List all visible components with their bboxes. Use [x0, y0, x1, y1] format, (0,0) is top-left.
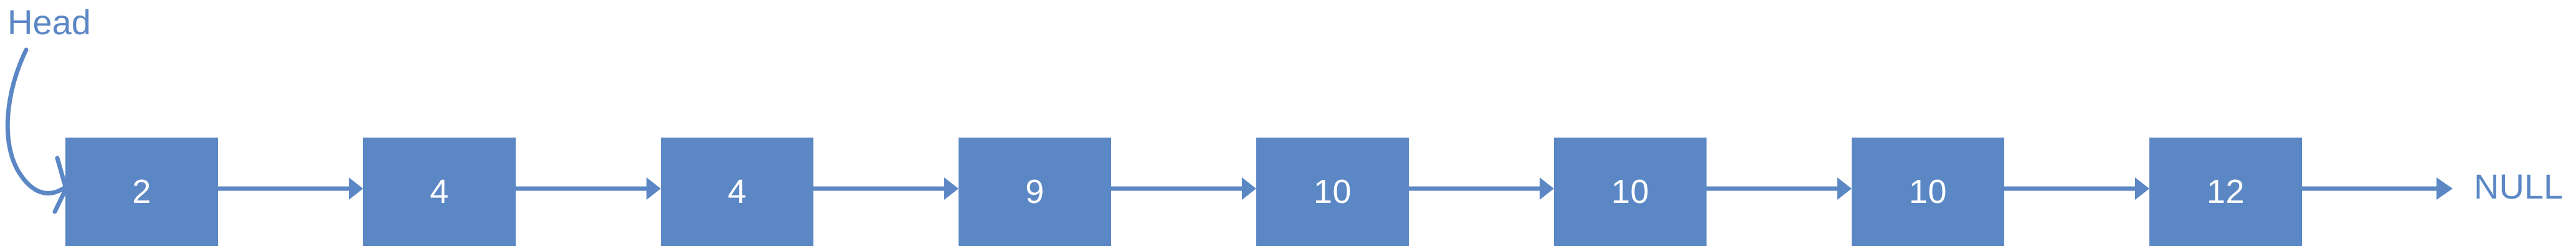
node-value: 10: [1611, 173, 1650, 210]
node-value: 10: [1313, 173, 1352, 210]
list-node[interactable]: 12: [2149, 138, 2302, 246]
connector-arrow-6-to-7: [2004, 177, 2149, 200]
connector-arrow-0-to-1: [218, 177, 363, 200]
null-label: NULL: [2474, 167, 2564, 206]
list-node[interactable]: 4: [661, 138, 813, 246]
node-value: 4: [727, 173, 747, 210]
list-node[interactable]: 10: [1256, 138, 1409, 246]
connector-arrow-3-to-4: [1111, 177, 1256, 200]
node-value: 2: [132, 173, 151, 210]
list-node[interactable]: 2: [65, 138, 218, 246]
connector-arrow-1-to-2: [516, 177, 661, 200]
list-node[interactable]: 4: [363, 138, 516, 246]
head-label: Head: [7, 2, 91, 42]
list-node[interactable]: 10: [1852, 138, 2004, 246]
node-value: 12: [2206, 173, 2245, 210]
list-node[interactable]: 9: [959, 138, 1111, 246]
node-value: 10: [1908, 173, 1948, 210]
connector-arrow-7-to-null: [2302, 177, 2453, 200]
node-value: 4: [430, 173, 449, 210]
list-node[interactable]: 10: [1554, 138, 1707, 246]
connector-arrow-2-to-3: [813, 177, 959, 200]
connectors-group: [218, 177, 2453, 200]
node-value: 9: [1025, 173, 1044, 210]
connector-arrow-5-to-6: [1707, 177, 1852, 200]
connector-arrow-4-to-5: [1409, 177, 1554, 200]
head-pointer-arrow: [5, 47, 69, 214]
